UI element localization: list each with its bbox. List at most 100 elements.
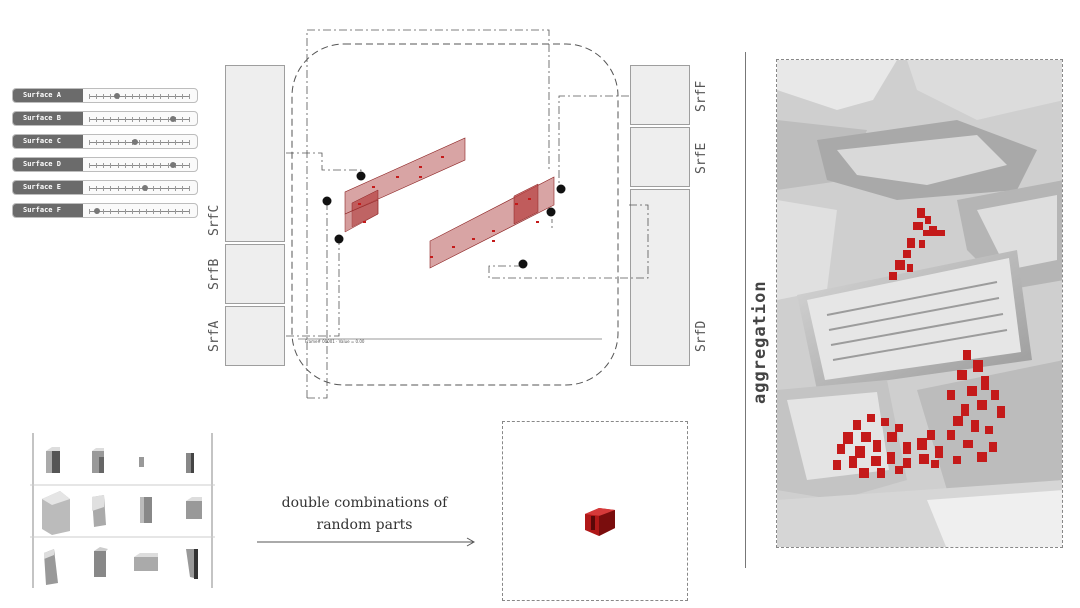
slider-tick — [153, 186, 155, 191]
slider-track[interactable] — [89, 93, 190, 99]
slider-tick — [139, 117, 140, 122]
slider-tick — [89, 94, 90, 99]
slider-tick — [153, 117, 155, 122]
slider-label: Surface C — [13, 135, 83, 148]
part-block-icon — [92, 495, 106, 527]
red-plane-lower-left — [344, 199, 379, 233]
slider-tick — [124, 186, 126, 191]
slider-tick — [103, 94, 105, 99]
slider-tick — [139, 163, 140, 168]
surface-panel-b[interactable] — [225, 244, 285, 304]
viewport-footer-text: Frame# 00001 · Value = 0.00 — [305, 339, 365, 344]
part-block-icon — [92, 448, 104, 473]
slider-surface-b[interactable]: Surface B — [12, 111, 198, 126]
slider-tick — [160, 140, 162, 145]
slider-tick — [131, 163, 133, 168]
parts-grid — [30, 433, 215, 588]
slider-tick — [124, 140, 126, 145]
connector-srfa — [286, 240, 340, 337]
slider-label: Surface B — [13, 112, 83, 125]
slider-tick — [181, 186, 183, 191]
slider-knob[interactable] — [94, 208, 100, 214]
slider-track[interactable] — [89, 185, 190, 191]
slider-tick — [96, 186, 98, 191]
slider-label: Surface F — [13, 204, 83, 217]
surface-panel-d[interactable] — [630, 189, 690, 366]
slider-tick — [146, 94, 148, 99]
slider-tick — [96, 163, 98, 168]
slider-tick — [117, 209, 119, 214]
part-block-icon — [186, 453, 194, 473]
surface-panel-a[interactable] — [225, 306, 285, 366]
part-block-icon — [139, 457, 144, 467]
red-aggregation — [833, 208, 1005, 478]
slider-tick — [96, 94, 98, 99]
slider-tick — [117, 140, 119, 145]
slider-tick — [153, 94, 155, 99]
slider-tick — [139, 186, 140, 191]
surface-panel-f[interactable] — [630, 65, 690, 125]
part-block-icon — [140, 497, 152, 523]
slider-surface-f[interactable]: Surface F — [12, 203, 198, 218]
slider-tick — [131, 186, 133, 191]
surface-panel-e[interactable] — [630, 127, 690, 187]
slider-tick — [181, 117, 183, 122]
slider-surface-e[interactable]: Surface E — [12, 180, 198, 195]
slider-knob[interactable] — [114, 93, 120, 99]
control-points — [322, 171, 566, 269]
slider-tick — [103, 140, 105, 145]
slider-track[interactable] — [89, 139, 190, 145]
slider-track[interactable] — [89, 208, 190, 214]
arrow-icon — [257, 537, 476, 547]
slider-tick — [110, 209, 112, 214]
slider-tick — [153, 209, 155, 214]
part-block-icon — [46, 447, 60, 473]
slider-tick — [167, 209, 169, 214]
terrain-relief — [777, 60, 1062, 547]
slider-tick — [117, 163, 119, 168]
red-plane-right-block — [513, 183, 539, 225]
slider-knob[interactable] — [142, 185, 148, 191]
slider-track[interactable] — [89, 162, 190, 168]
slider-tick — [124, 117, 126, 122]
slider-surface-d[interactable]: Surface D — [12, 157, 198, 172]
slider-tick — [96, 140, 98, 145]
slider-surface-a[interactable]: Surface A — [12, 88, 198, 103]
slider-tick — [124, 94, 126, 99]
slider-surface-c[interactable]: Surface C — [12, 134, 198, 149]
slider-tick — [89, 163, 90, 168]
part-block-icon — [134, 553, 158, 571]
slider-tick — [131, 117, 133, 122]
result-part-box — [502, 421, 688, 601]
slider-tick — [189, 209, 190, 214]
connector-srff — [558, 95, 629, 190]
slider-tick — [146, 163, 148, 168]
connector-line — [307, 205, 328, 399]
caption-line-2: random parts — [316, 517, 413, 533]
surface-panel-c[interactable] — [225, 65, 285, 242]
red-part-icon — [585, 508, 615, 536]
connector-srfd — [488, 204, 649, 279]
slider-tick — [160, 209, 162, 214]
slider-tick — [153, 163, 155, 168]
slider-knob[interactable] — [170, 162, 176, 168]
slider-tick — [139, 140, 140, 145]
slider-tick — [174, 140, 176, 145]
slider-tick — [167, 163, 169, 168]
slider-tick — [124, 209, 126, 214]
connector-frame — [306, 29, 550, 398]
slider-tick — [131, 209, 133, 214]
slider-label: Surface A — [13, 89, 83, 102]
slider-tick — [110, 117, 112, 122]
slider-tick — [167, 186, 169, 191]
slider-tick — [160, 94, 162, 99]
slider-tick — [189, 186, 190, 191]
slider-knob[interactable] — [132, 139, 138, 145]
aggregation-map — [776, 59, 1063, 548]
slider-tick — [174, 94, 176, 99]
slider-track[interactable] — [89, 116, 190, 122]
slider-label: Surface D — [13, 158, 83, 171]
slider-knob[interactable] — [170, 116, 176, 122]
part-block-icon — [186, 549, 198, 579]
slider-tick — [181, 94, 183, 99]
